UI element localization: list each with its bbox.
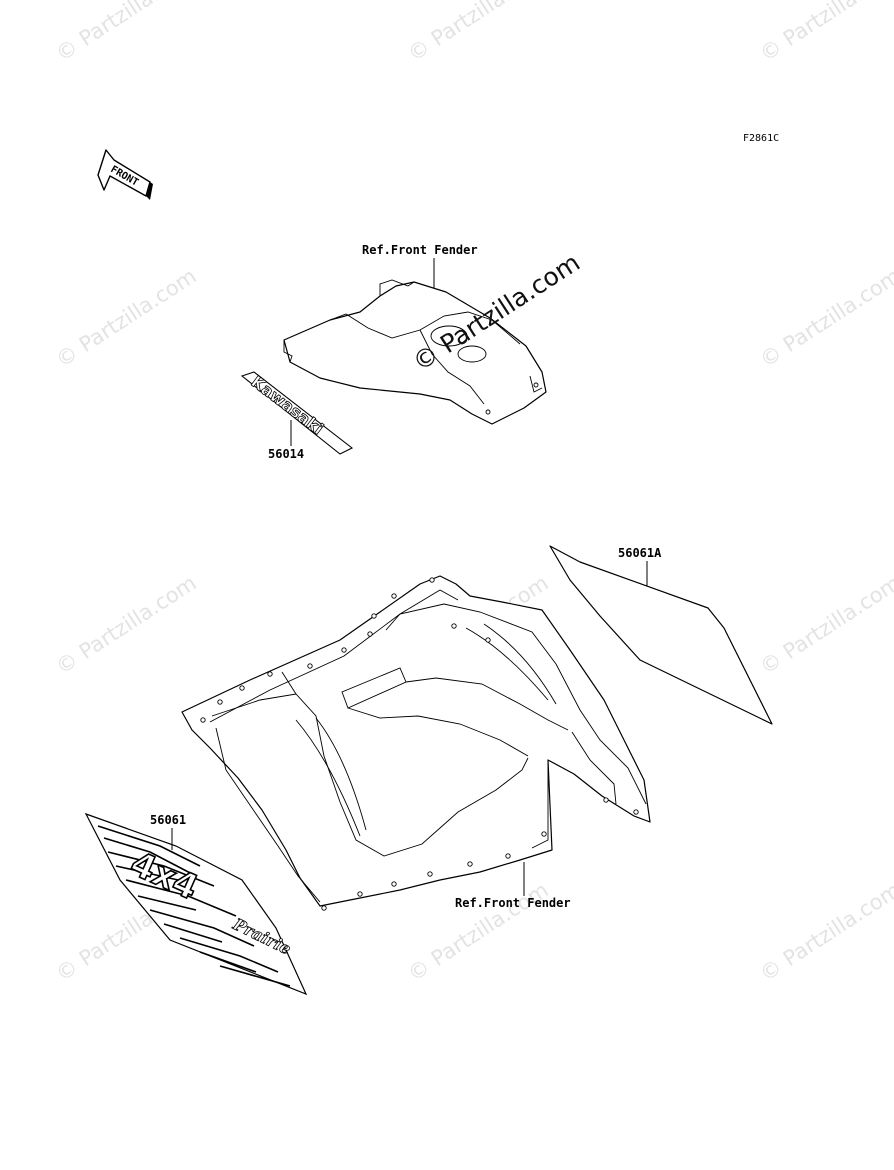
kawasaki-decal-text: Kawasaki <box>248 372 327 438</box>
kawasaki-decal: Kawasaki <box>240 371 354 455</box>
callout-ref-front-fender-bottom: Ref.Front Fender <box>455 896 571 910</box>
front-fender-top <box>283 279 547 425</box>
watermark: © Partzilla.com <box>756 0 894 66</box>
front-arrow-icon: FRONT <box>97 149 153 200</box>
watermark: © Partzilla.com <box>52 0 201 66</box>
watermark: © Partzilla.com <box>756 571 894 679</box>
watermark: © Partzilla.com <box>404 878 553 986</box>
decal-56061: 4x4 Prairie <box>84 812 308 996</box>
callout-56061: 56061 <box>150 813 186 827</box>
callout-56061a: 56061A <box>618 546 662 560</box>
decal-56061a <box>549 545 773 725</box>
watermark: © Partzilla.com <box>756 264 894 372</box>
rear-fender <box>181 575 651 911</box>
callout-ref-front-fender-top: Ref.Front Fender <box>362 243 478 257</box>
watermark: © Partzilla.com <box>52 264 201 372</box>
watermark: © Partzilla.com <box>404 0 553 66</box>
watermark: © Partzilla.com <box>756 878 894 986</box>
watermark: © Partzilla.com <box>52 571 201 679</box>
callout-56014: 56014 <box>268 447 304 461</box>
diagram-code: F2861C <box>743 133 779 144</box>
